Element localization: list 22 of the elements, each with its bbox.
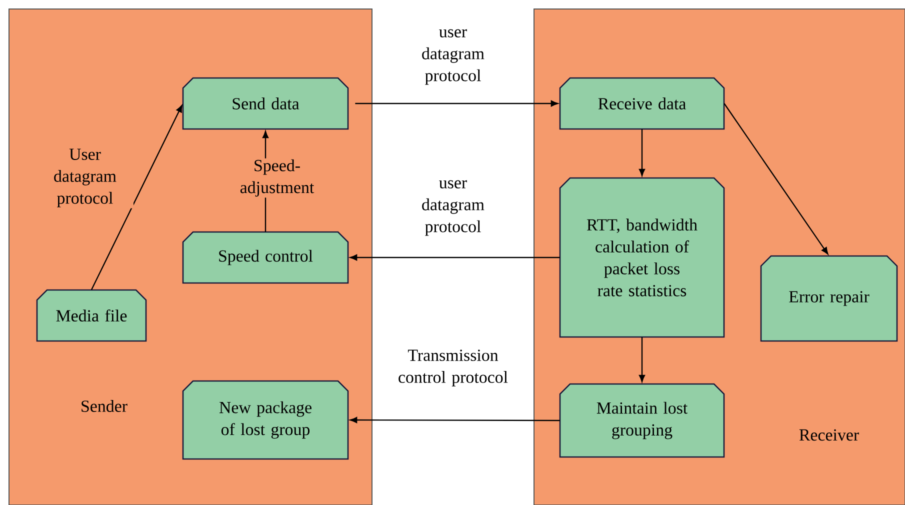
edge-label: user datagram protocol	[407, 179, 499, 237]
process-box: Error repair	[760, 255, 898, 342]
arrow	[350, 254, 560, 261]
edge-label: Speed- adjustment	[226, 158, 328, 198]
process-box: Speed control	[182, 231, 349, 284]
arrow	[724, 103, 828, 254]
arrow	[350, 417, 560, 424]
process-box: Maintain lost grouping	[559, 383, 725, 458]
arrow	[90, 105, 182, 290]
process-box: Receive data	[559, 77, 725, 130]
process-box: Send data	[182, 77, 349, 130]
edge-label: Transmission control protocol	[392, 348, 514, 388]
process-box: New package of lost group	[182, 380, 349, 460]
edge-label: User datagram protocol	[36, 148, 134, 208]
panel-label: Sender	[82, 400, 128, 412]
arrow	[638, 129, 646, 176]
panel-label: Receiver	[799, 429, 859, 441]
edge-label: user datagram protocol	[407, 28, 499, 86]
process-box: RTT, bandwidth calculation of packet loss rate statistics	[559, 177, 725, 338]
arrow	[638, 337, 646, 382]
process-box: Media file	[36, 289, 147, 342]
arrow	[355, 100, 558, 107]
